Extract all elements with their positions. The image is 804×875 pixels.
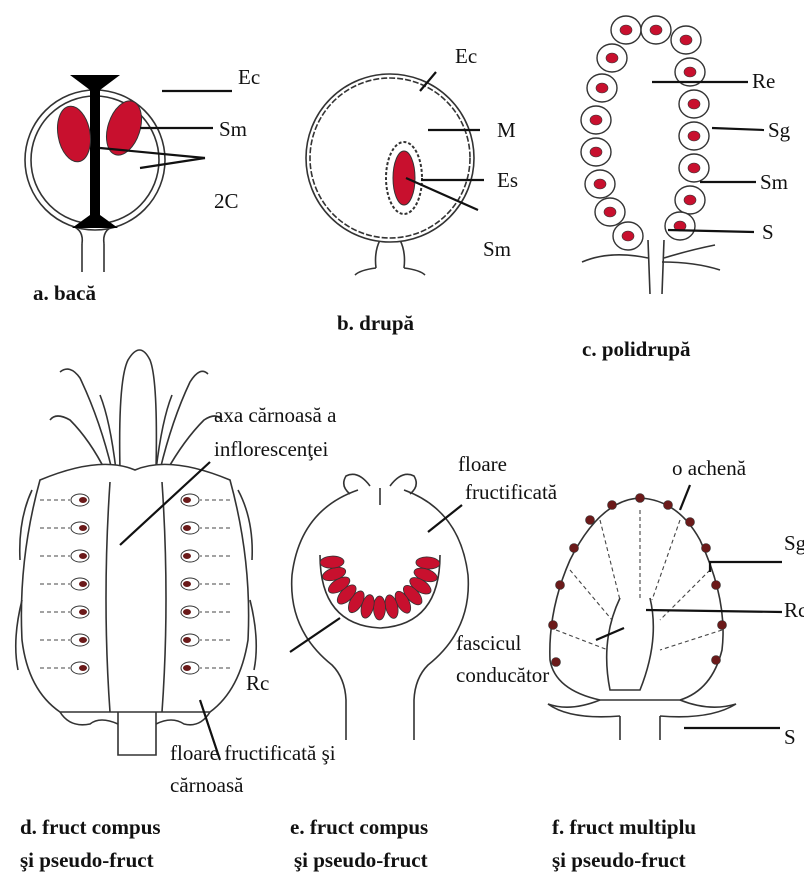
- panel-d-pineapple: axa cărnoasă a inflorescenţei floare fru…: [16, 350, 337, 872]
- flower-seed: [183, 525, 191, 531]
- drupelet-seed: [590, 115, 602, 125]
- caption-a: a. bacă: [33, 281, 97, 305]
- strawberry-sepals: [548, 700, 736, 740]
- pineapple-stalk: [118, 712, 156, 755]
- caption-b: b. drupă: [337, 311, 415, 335]
- flower-seed: [183, 497, 191, 503]
- achene: [586, 516, 595, 525]
- panel-e-fig: floare fructificată Rc e. fruct compus ş…: [246, 452, 558, 872]
- drupelet-seed: [650, 25, 662, 35]
- crown-leaf-center: [120, 350, 157, 470]
- flower-seed: [183, 581, 191, 587]
- flower-seed: [79, 609, 87, 615]
- achene: [712, 581, 721, 590]
- drupelet-seed: [688, 99, 700, 109]
- line-f-sg: [710, 562, 782, 572]
- achene: [664, 501, 673, 510]
- drupelet-seed: [622, 231, 634, 241]
- label-f-rc: Rc: [784, 598, 804, 622]
- label-d-flower-2: cărnoasă: [170, 773, 244, 797]
- achene: [552, 658, 561, 667]
- label-c-sm: Sm: [760, 170, 788, 194]
- panel-b-drupe: Ec M Es Sm b. drupă: [306, 44, 518, 335]
- flower-seed: [79, 637, 87, 643]
- drupelet-seed: [688, 131, 700, 141]
- caption-d-1: d. fruct compus: [20, 815, 161, 839]
- achene: [702, 544, 711, 553]
- caption-d-2: şi pseudo-fruct: [20, 848, 154, 872]
- line-c-sg: [712, 128, 764, 130]
- label-f-achene: o achenă: [672, 456, 747, 480]
- label-c-s: S: [762, 220, 774, 244]
- label-a-ec: Ec: [238, 65, 260, 89]
- panel-f-strawberry: o achenă Sg Rc fascicul conducător S f. …: [456, 456, 804, 872]
- drupelet-seed: [590, 147, 602, 157]
- label-d-flower-1: floare fructificată şi: [170, 741, 336, 765]
- label-b-ec: Ec: [455, 44, 477, 68]
- label-d-axis-1: axa cărnoasă a: [214, 403, 337, 427]
- label-f-s: S: [784, 725, 796, 749]
- drupelet-seed: [606, 53, 618, 63]
- achene: [608, 501, 617, 510]
- flower-seed: [79, 581, 87, 587]
- pineapple-body: [21, 464, 248, 712]
- panel-c-polydrupe: Re Sg Sm S c. polidrupă: [581, 16, 791, 361]
- caption-e-2: şi pseudo-fruct: [294, 848, 428, 872]
- label-e-flower-1: floare: [458, 452, 507, 476]
- label-f-sg: Sg: [784, 531, 804, 555]
- label-f-bundle-2: conducător: [456, 663, 549, 687]
- drupelet-seed: [688, 163, 700, 173]
- flower-seed: [79, 665, 87, 671]
- flower-seed: [183, 637, 191, 643]
- flower-seed: [183, 609, 191, 615]
- caption-e-1: e. fruct compus: [290, 815, 428, 839]
- fig-flower: [373, 596, 385, 620]
- achene: [570, 544, 579, 553]
- drupelet-seed: [604, 207, 616, 217]
- drupelet-seed: [620, 25, 632, 35]
- label-c-re: Re: [752, 69, 775, 93]
- label-b-sm: Sm: [483, 237, 511, 261]
- drupelet-seed: [684, 195, 696, 205]
- achene: [556, 581, 565, 590]
- achene: [712, 656, 721, 665]
- caption-f-2: şi pseudo-fruct: [552, 848, 686, 872]
- label-c-sg: Sg: [768, 118, 791, 142]
- flower-seed: [79, 525, 87, 531]
- achene: [549, 621, 558, 630]
- label-f-bundle-1: fascicul: [456, 631, 521, 655]
- achene: [636, 494, 645, 503]
- line-f-achene: [680, 485, 690, 510]
- drupelet-seed: [594, 179, 606, 189]
- polydrupe-drupelets: [581, 16, 709, 250]
- label-a-sm: Sm: [219, 117, 247, 141]
- label-b-m: M: [497, 118, 516, 142]
- caption-f-1: f. fruct multiplu: [552, 815, 696, 839]
- drupelet-seed: [596, 83, 608, 93]
- strawberry-receptacle: [550, 498, 723, 700]
- flower-seed: [183, 665, 191, 671]
- label-e-flower-2: fructificată: [465, 480, 558, 504]
- flower-seed: [183, 553, 191, 559]
- flower-seed: [79, 553, 87, 559]
- achene: [686, 518, 695, 527]
- label-b-es: Es: [497, 168, 518, 192]
- label-d-axis-2: inflorescenţei: [214, 437, 328, 461]
- caption-c: c. polidrupă: [582, 337, 691, 361]
- drupelet-seed: [680, 35, 692, 45]
- achene: [718, 621, 727, 630]
- label-a-2c: 2C: [214, 189, 239, 213]
- flower-seed: [79, 497, 87, 503]
- label-e-rc: Rc: [246, 671, 269, 695]
- panel-a-berry: Ec Sm 2C a. bacă: [25, 65, 260, 305]
- drupelet-seed: [684, 67, 696, 77]
- drupe-seed: [393, 151, 415, 205]
